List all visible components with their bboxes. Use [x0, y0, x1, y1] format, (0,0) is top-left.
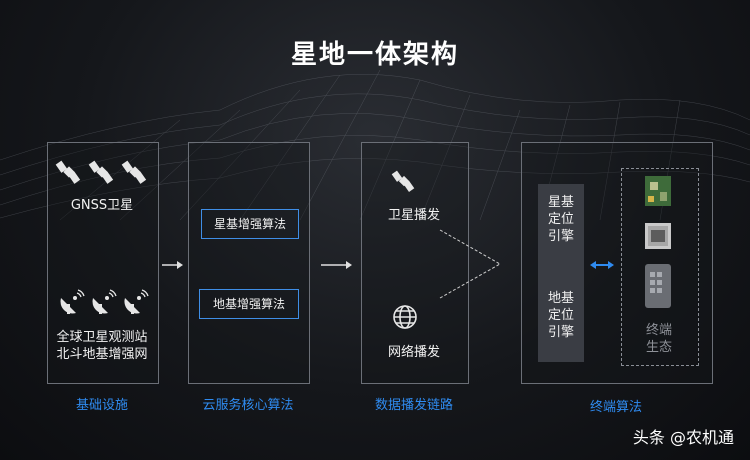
- satellite-dish-icon: [124, 289, 149, 314]
- broadcast-panel: [361, 142, 469, 384]
- satellite-broadcast-label: 卫星播发: [387, 208, 440, 223]
- double-arrow-icon: [590, 261, 614, 269]
- cloud-panel: [188, 142, 310, 384]
- circuit-board-icon: [645, 176, 671, 206]
- gnss-label: GNSS卫星: [70, 198, 134, 213]
- gnss-module-icon: [645, 223, 671, 249]
- engine-2-line2: 定位: [547, 308, 574, 323]
- ecosystem-line1: 终端: [645, 323, 672, 338]
- satellite-dish-icon: [92, 289, 117, 314]
- satellite-icon: [391, 170, 415, 192]
- positioning-engine-block: 星基 定位 引擎 地基 定位 引擎: [538, 184, 584, 362]
- watermark: 头条 @农机通: [632, 428, 734, 447]
- terminal-ecosystem-box: [621, 168, 699, 366]
- satellite-icon: [55, 160, 81, 184]
- broadcast-caption: 数据播发链路: [374, 398, 453, 413]
- stations-label-1: 全球卫星观测站: [56, 330, 148, 345]
- satellite-icon: [121, 160, 147, 184]
- background-mesh-terrain: [0, 69, 750, 220]
- ecosystem-line2: 生态: [645, 340, 672, 355]
- phone-app-icon: [645, 264, 671, 308]
- engine-2-line1: 地基: [547, 291, 574, 306]
- engine-1-line1: 星基: [547, 195, 574, 210]
- page-title: 星地一体架构: [290, 40, 459, 70]
- globe-icon: [393, 305, 417, 329]
- stations-label-2: 北斗地基增强网: [56, 347, 148, 362]
- engine-2-line3: 引擎: [547, 325, 574, 340]
- cloud-caption: 云服务核心算法: [202, 398, 294, 413]
- satellite-dish-icon: [60, 289, 85, 314]
- satellite-icon: [88, 160, 114, 184]
- infra-caption: 基础设施: [75, 398, 128, 413]
- network-broadcast-label: 网络播发: [387, 345, 440, 360]
- algo-box-satellite: 星基增强算法: [201, 209, 299, 239]
- arrow-right-icon: [321, 261, 352, 269]
- algo-box-ground: 地基增强算法: [199, 289, 299, 319]
- terminal-caption: 终端算法: [589, 400, 642, 415]
- engine-1-line2: 定位: [547, 212, 574, 227]
- converging-lines: [439, 229, 501, 299]
- engine-1-line3: 引擎: [547, 229, 574, 244]
- arrow-right-icon: [162, 261, 183, 269]
